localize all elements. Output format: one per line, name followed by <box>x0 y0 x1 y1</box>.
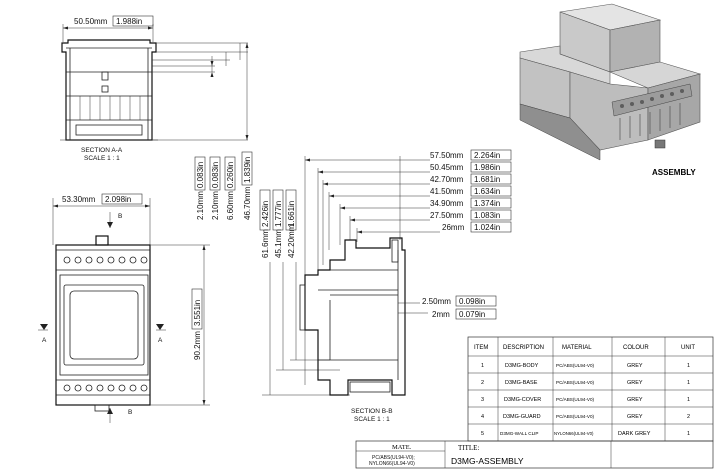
bb-hdim-4-mm: 41.50mm <box>430 187 464 196</box>
table-row-2-item: 2 <box>481 380 484 386</box>
bb-hdim-7-in: 1.024in <box>474 223 500 232</box>
table-row-5-unit: 1 <box>687 431 690 437</box>
bb-small-1-mm: 2.50mm <box>422 297 451 306</box>
section-aa-width-mm: 50.50mm <box>74 17 108 26</box>
table-row-3-item: 3 <box>481 397 484 403</box>
table-row-3-unit: 1 <box>687 397 690 403</box>
vdim-2-in: 0.083in <box>211 162 220 188</box>
table-row-4-item: 4 <box>481 414 484 420</box>
bb-hdim-6-mm: 27.50mm <box>430 211 464 220</box>
section-aa-width-in: 1.988in <box>116 17 142 26</box>
table-row-2-colour: GREY <box>627 380 643 386</box>
title-label: TITLE: <box>458 444 479 452</box>
section-aa-label: SECTION A-A <box>81 147 123 154</box>
bb-hdim-2-mm: 50.45mm <box>430 163 464 172</box>
title-value: D3MG-ASSEMBLY <box>451 456 524 466</box>
marker-b-top: B <box>118 213 122 220</box>
front-width-mm: 53.30mm <box>62 195 96 204</box>
table-row-3-colour: GREY <box>627 397 643 403</box>
front-height-in: 3.551in <box>193 300 202 326</box>
table-header-description: DESCRIPTION <box>503 345 544 351</box>
bb-vdim-2-mm: 45.1mm <box>274 229 283 258</box>
marker-a-left: A <box>42 337 47 344</box>
bb-hdim-7-mm: 26mm <box>442 223 465 232</box>
table-row-1-material: PC/ABS(UL94-V0) <box>556 363 595 368</box>
bb-hdim-3-in: 1.681in <box>474 175 500 184</box>
bb-hdim-4-in: 1.634in <box>474 187 500 196</box>
table-row-5-material: NYLON66(UL94-V0) <box>554 431 594 436</box>
section-bb-view: 57.50mm 2.264in 50.45mm 1.986in 42.70mm … <box>259 149 512 423</box>
table-row-5-description: D3MG-WALL CLIP <box>500 431 538 436</box>
table-header-material: MATERIAL <box>562 345 592 351</box>
vdim-4-in: 1.839in <box>243 157 252 183</box>
table-header-colour: COLOUR <box>623 345 649 351</box>
table-row-5-colour: DARK GREY <box>618 431 651 437</box>
table-row-1-unit: 1 <box>687 363 690 369</box>
table-row-1-colour: GREY <box>627 363 643 369</box>
front-view: 53.30mm 2.098in B B A A <box>38 193 210 423</box>
bb-vdim-1-in: 2.426in <box>261 201 270 227</box>
vdim-1-in: 0.083in <box>196 162 205 188</box>
vertical-dims-aa: 2.10mm 0.083in 2.10mm 0.083in 6.60mm 0.2… <box>194 43 253 220</box>
bb-small-2-in: 0.079in <box>459 310 485 319</box>
parts-table: ITEM DESCRIPTION MATERIAL COLOUR UNIT 1 … <box>467 336 714 442</box>
table-row-3-description: D3MG-COVER <box>504 397 541 403</box>
table-row-3-material: PC/ABS(UL94-V0) <box>556 397 595 402</box>
assembly-label: ASSEMBLY <box>652 168 696 177</box>
mate-label: MATE. <box>392 444 412 451</box>
vdim-2-mm: 2.10mm <box>211 191 220 220</box>
table-header-item: ITEM <box>474 345 488 351</box>
bb-vdim-1-mm: 61.6mm <box>261 229 270 258</box>
bb-small-2-mm: 2mm <box>432 310 450 319</box>
front-width-in: 2.098in <box>105 195 131 204</box>
vdim-1-mm: 2.10mm <box>196 191 205 220</box>
bb-hdim-5-in: 1.374in <box>474 199 500 208</box>
assembly-isometric-view: ASSEMBLY <box>519 3 702 177</box>
title-block: MATE. PC/ABS(UL94-V0); NYLON66(UL94-V0) … <box>355 440 714 469</box>
table-row-2-unit: 1 <box>687 380 690 386</box>
vdim-3-in: 0.260in <box>226 162 235 188</box>
vdim-3-mm: 6.60mm <box>226 191 235 220</box>
front-height-mm: 90.2mm <box>193 331 202 360</box>
section-aa-scale: SCALE 1 : 1 <box>84 155 120 162</box>
table-row-4-unit: 2 <box>687 414 690 420</box>
bb-vdim-2-in: 1.777in <box>274 201 283 227</box>
bb-hdim-1-mm: 57.50mm <box>430 151 464 160</box>
marker-b-bottom: B <box>128 409 132 416</box>
table-row-1-item: 1 <box>481 363 484 369</box>
table-row-4-description: D3MG-GUARD <box>503 414 541 420</box>
marker-a-right: A <box>158 337 163 344</box>
bb-vdim-3-in: 1.661in <box>287 201 296 227</box>
table-header-unit: UNIT <box>681 345 695 351</box>
bb-vdim-3-mm: 42.20mm <box>287 224 296 258</box>
bb-small-1-in: 0.098in <box>459 297 485 306</box>
table-row-4-material: PC/ABS(UL94-V0) <box>556 414 595 419</box>
extension-lines-aa <box>152 42 248 141</box>
vdim-4-mm: 46.70mm <box>243 186 252 220</box>
table-row-2-material: PC/ABS(UL94-V0) <box>556 380 595 385</box>
bb-hdim-5-mm: 34.90mm <box>430 199 464 208</box>
mate-line-1: PC/ABS(UL94-V0); <box>372 455 415 461</box>
table-row-2-description: D3MG-BASE <box>505 380 538 386</box>
section-aa-view: 50.50mm 1.988in SECTION A-A SCALE 1 : 1 <box>60 15 158 162</box>
bb-hdim-6-in: 1.083in <box>474 211 500 220</box>
bb-horizontal-dims: 57.50mm 2.264in 50.45mm 1.986in 42.70mm … <box>430 149 512 233</box>
bb-hdim-2-in: 1.986in <box>474 163 500 172</box>
mate-line-2: NYLON66(UL94-V0) <box>369 461 415 467</box>
bb-hdim-1-in: 2.264in <box>474 151 500 160</box>
section-bb-scale: SCALE 1 : 1 <box>354 416 390 423</box>
table-row-4-colour: GREY <box>627 414 643 420</box>
table-row-1-description: D3MG-BODY <box>505 363 539 369</box>
table-row-5-item: 5 <box>481 431 484 437</box>
section-bb-label: SECTION B-B <box>351 408 393 415</box>
bb-hdim-3-mm: 42.70mm <box>430 175 464 184</box>
